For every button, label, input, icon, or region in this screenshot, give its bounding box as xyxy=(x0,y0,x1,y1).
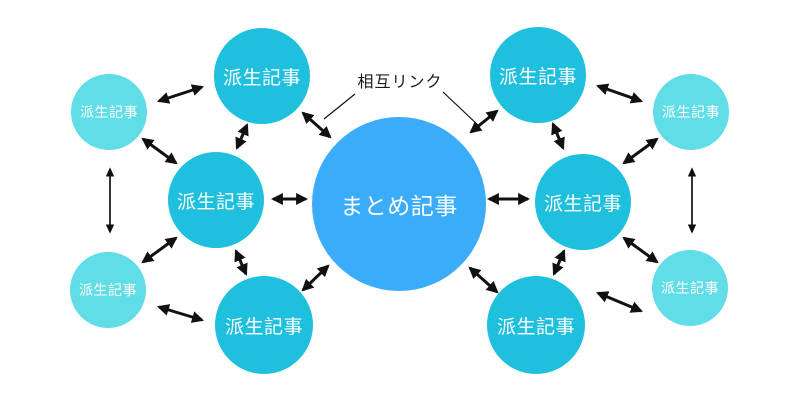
node-label: 派生記事 xyxy=(222,67,301,89)
node-derived-top-left: 派生記事 xyxy=(214,28,310,124)
node-label: 派生記事 xyxy=(661,280,719,296)
link-arrow-derived-top-right--derived-right xyxy=(551,122,565,150)
node-derived-far-left-bottom: 派生記事 xyxy=(70,252,146,328)
link-arrow-derived-right--derived-far-right-bottom xyxy=(622,236,659,264)
node-derived-far-right-bottom: 派生記事 xyxy=(652,250,728,326)
node-label: 派生記事 xyxy=(80,104,138,120)
node-derived-bottom-left: 派生記事 xyxy=(215,276,313,374)
link-arrow-derived-far-left-bottom--derived-bottom-left xyxy=(156,304,205,323)
node-derived-far-right-top: 派生記事 xyxy=(653,74,729,150)
link-arrow-derived-top-left--summary xyxy=(301,111,332,139)
node-label: まとめ記事 xyxy=(340,193,458,219)
node-label: 派生記事 xyxy=(496,316,575,338)
node-label: 派生記事 xyxy=(79,282,137,298)
node-derived-right: 派生記事 xyxy=(535,154,631,250)
node-derived-bottom-right: 派生記事 xyxy=(487,276,585,374)
node-label: 派生記事 xyxy=(176,191,255,213)
link-arrow-derived-right--derived-far-right-top xyxy=(622,137,659,165)
node-label: 派生記事 xyxy=(662,104,720,120)
link-arrow-derived-bottom-right--derived-far-right-bottom xyxy=(596,291,643,313)
node-summary-article: まとめ記事 xyxy=(312,117,486,291)
link-arrow-derived-right--derived-bottom-right xyxy=(552,249,566,276)
annotation-callout-line-2 xyxy=(442,91,480,127)
link-arrow-derived-top-right--derived-far-right-top xyxy=(596,83,643,104)
node-label: 派生記事 xyxy=(543,193,622,215)
link-arrow-derived-far-left-top--derived-left xyxy=(141,137,178,165)
link-arrow-derived-top-right--summary xyxy=(469,109,499,134)
link-arrow-derived-left--derived-far-left-bottom xyxy=(141,236,178,264)
link-arrow-derived-top-left--derived-left xyxy=(235,123,249,150)
link-arrow-derived-left--derived-bottom-left xyxy=(234,249,248,276)
node-label: 派生記事 xyxy=(224,316,303,338)
node-derived-left: 派生記事 xyxy=(168,152,264,248)
link-arrow-derived-bottom-left--summary xyxy=(301,264,330,292)
node-derived-far-left-top: 派生記事 xyxy=(71,74,147,150)
link-arrow-derived-bottom-right--summary xyxy=(468,266,499,294)
annotation-callout-line-1 xyxy=(323,93,356,120)
mutual-link-annotation: 相互リンク xyxy=(357,74,443,91)
link-arrow-derived-far-left-top--derived-top-left xyxy=(157,84,204,104)
node-label: 派生記事 xyxy=(498,66,577,88)
node-derived-top-right: 派生記事 xyxy=(490,27,586,123)
